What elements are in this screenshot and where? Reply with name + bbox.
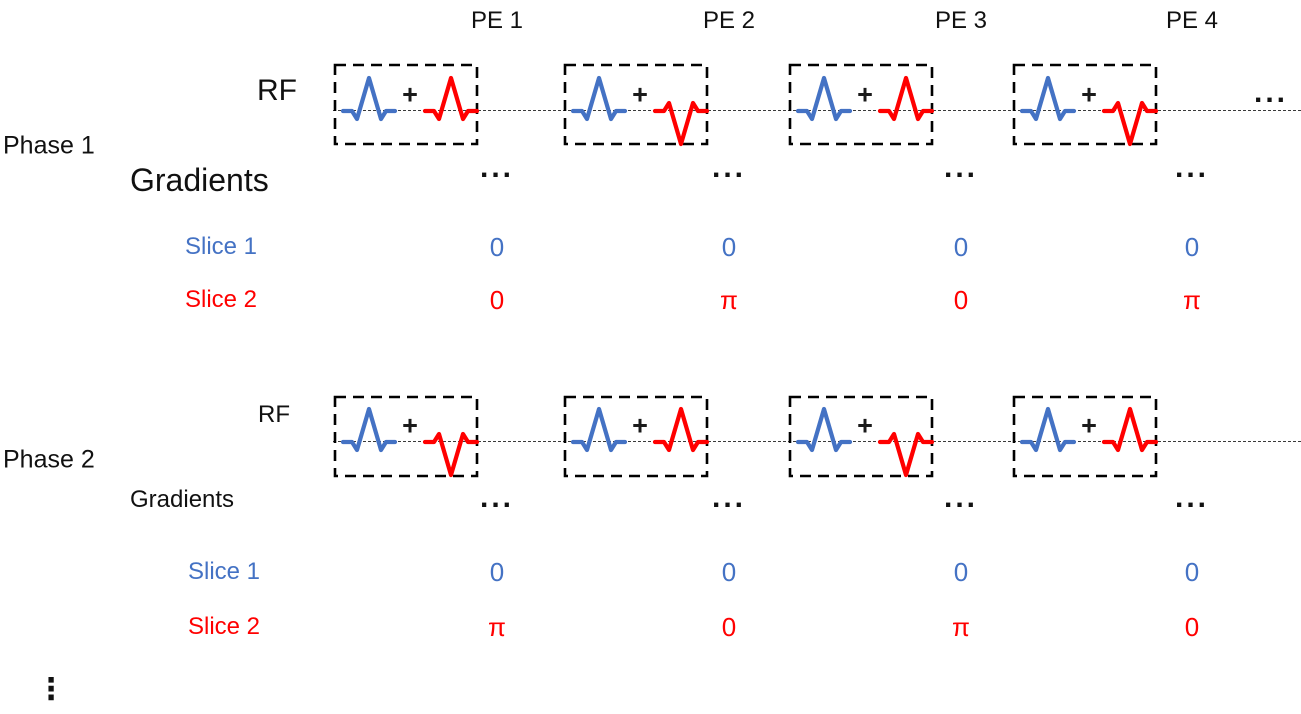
phase-value: 0: [1184, 232, 1200, 262]
rf-pulse-slice1-icon: [571, 73, 627, 149]
pe-header-2: PE 2: [702, 7, 756, 34]
rf-pulse-box: [563, 63, 709, 146]
phase-value: 0: [953, 557, 969, 587]
rf-baseline: [333, 441, 1301, 442]
plus-sign: +: [1081, 79, 1097, 110]
rf-pulse-slice2-icon: [653, 404, 709, 480]
phase-value: 0: [721, 557, 737, 587]
plus-sign: +: [632, 79, 648, 110]
phase-value: 0: [953, 285, 969, 315]
gradients-ellipsis: ...: [711, 481, 747, 514]
rf-pulse-slice1-icon: [571, 404, 627, 480]
rf-pulse-slice2-icon: [878, 404, 934, 480]
gradients-ellipsis: ...: [943, 481, 979, 514]
rf-line-ellipsis: ...: [1253, 76, 1289, 109]
gradients-ellipsis: ...: [479, 151, 515, 184]
vertical-ellipsis-icon: ⋮: [36, 672, 66, 707]
rf-row-label: RF: [257, 74, 297, 107]
phase-value: 0: [953, 232, 969, 262]
phase-value: π: [720, 285, 738, 315]
gradients-ellipsis: ...: [1174, 151, 1210, 184]
phase-value: 0: [1184, 612, 1200, 642]
gradients-ellipsis: ...: [943, 151, 979, 184]
rf-pulse-box: [1012, 395, 1158, 478]
phase-1-label: Phase 1: [3, 131, 95, 160]
phase-value: 0: [489, 285, 505, 315]
rf-pulse-slice1-icon: [341, 73, 397, 149]
rf-pulse-box: [1012, 63, 1158, 146]
rf-pulse-slice2-icon: [1102, 73, 1158, 149]
plus-sign: +: [402, 79, 418, 110]
plus-sign: +: [402, 410, 418, 441]
rf-pulse-slice2-icon: [423, 404, 479, 480]
rf-pulse-slice1-icon: [796, 404, 852, 480]
rf-pulse-slice2-icon: [878, 73, 934, 149]
rf-pulse-slice1-icon: [1020, 73, 1076, 149]
slice-1-label: Slice 1: [187, 558, 261, 585]
rf-pulse-box: [788, 63, 934, 146]
rf-pulse-box: [563, 395, 709, 478]
rf-row-label: RF: [258, 401, 290, 428]
rf-pulse-slice1-icon: [1020, 404, 1076, 480]
phase-value: 0: [721, 232, 737, 262]
gradients-row-label: Gradients: [130, 162, 269, 198]
phase-value: 0: [489, 557, 505, 587]
plus-sign: +: [1081, 410, 1097, 441]
rf-pulse-box: [333, 63, 479, 146]
rf-pulse-slice1-icon: [341, 404, 397, 480]
gradients-ellipsis: ...: [1174, 481, 1210, 514]
slice-2-label: Slice 2: [187, 613, 261, 640]
pe-header-4: PE 4: [1165, 7, 1219, 34]
phase-value: π: [1183, 285, 1201, 315]
phase-2-label: Phase 2: [3, 445, 95, 474]
plus-sign: +: [632, 410, 648, 441]
slice-2-label: Slice 2: [184, 286, 258, 313]
gradients-ellipsis: ...: [711, 151, 747, 184]
rf-pulse-slice2-icon: [653, 73, 709, 149]
phase-value: π: [952, 612, 970, 642]
rf-pulse-box: [788, 395, 934, 478]
gradients-ellipsis: ...: [479, 481, 515, 514]
phase-value: 0: [489, 232, 505, 262]
rf-pulse-slice2-icon: [423, 73, 479, 149]
phase-value: 0: [721, 612, 737, 642]
pe-header-1: PE 1: [470, 7, 524, 34]
rf-pulse-slice2-icon: [1102, 404, 1158, 480]
plus-sign: +: [857, 410, 873, 441]
rf-baseline: [333, 110, 1301, 111]
phase-value: π: [488, 612, 506, 642]
rf-pulse-box: [333, 395, 479, 478]
plus-sign: +: [857, 79, 873, 110]
phase-value: 0: [1184, 557, 1200, 587]
slice-1-label: Slice 1: [184, 233, 258, 260]
pe-header-3: PE 3: [934, 7, 988, 34]
gradients-row-label: Gradients: [130, 486, 235, 513]
rf-pulse-slice1-icon: [796, 73, 852, 149]
